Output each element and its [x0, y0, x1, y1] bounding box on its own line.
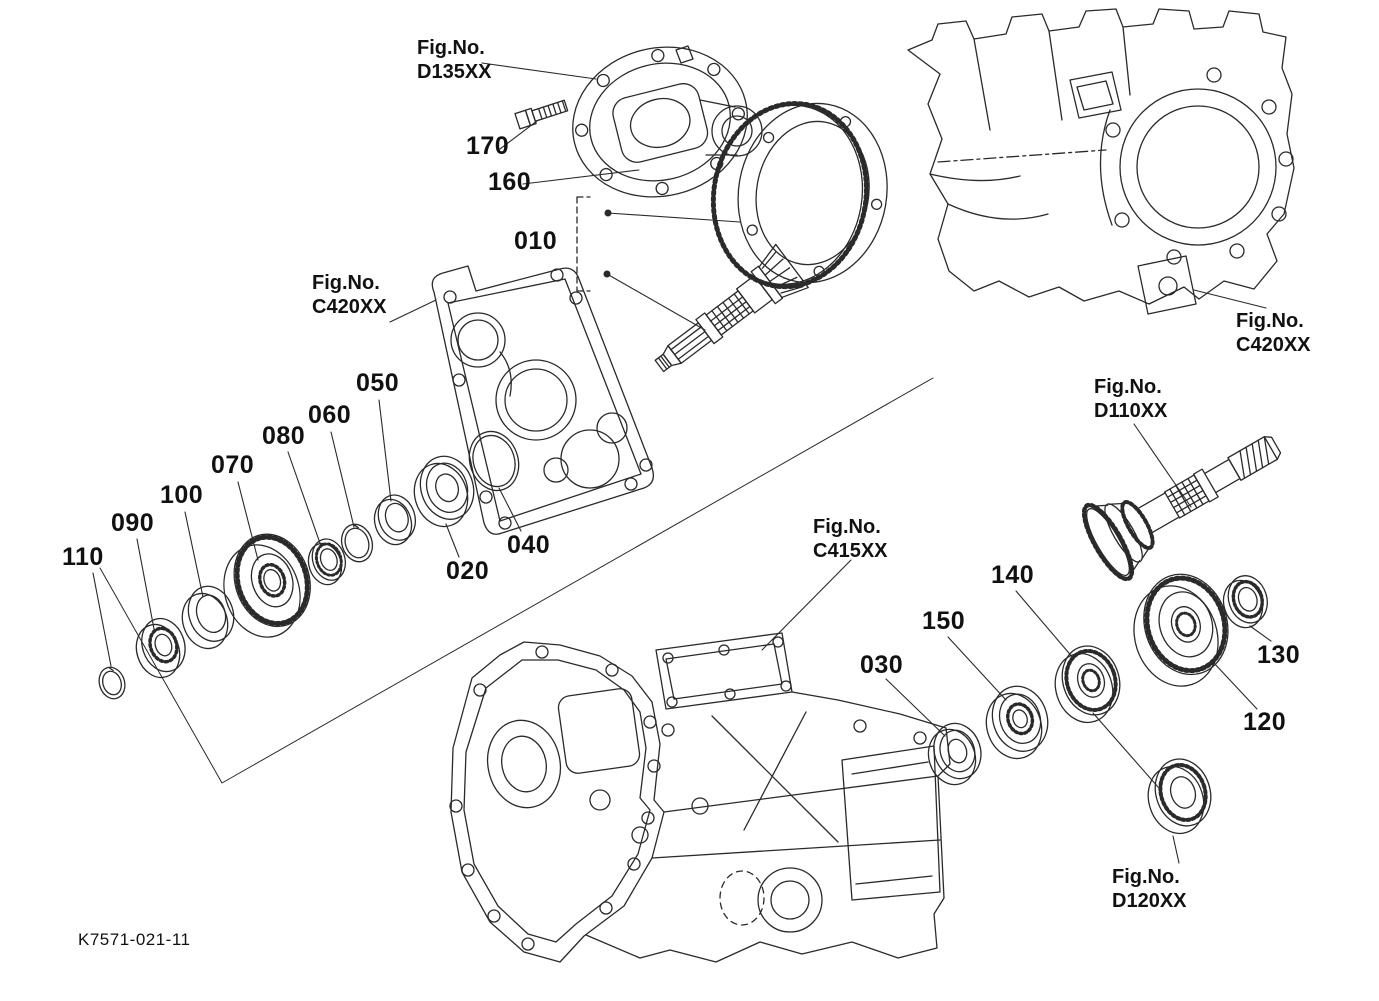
- sleeve-100-drawing: [181, 585, 235, 650]
- fig-ref-prefix: Fig.No.: [1094, 376, 1162, 398]
- pinion-shaft-drawing: [654, 243, 809, 373]
- coupling-d120-drawing: [1147, 758, 1212, 835]
- coupling-090-drawing: [135, 617, 186, 679]
- fig-ref-prefix: Fig.No.: [813, 516, 881, 538]
- assembly-010-bracket: [576, 196, 741, 331]
- ring-gear-drawing: [710, 101, 888, 290]
- callout-100: 100: [160, 481, 204, 509]
- callout-130: 130: [1257, 641, 1301, 669]
- callout-030: 030: [860, 651, 904, 679]
- gear-070-drawing: [223, 533, 311, 638]
- fig-ref-code: C415XX: [813, 540, 888, 562]
- clutch-housing-drawing: [907, 8, 1295, 315]
- drawing-number: K7571-021-11: [78, 930, 191, 949]
- callout-070: 070: [211, 451, 255, 479]
- fig-ref-c415xx: Fig.No. C415XX: [813, 515, 888, 563]
- snap-ring-110-drawing: [98, 666, 126, 700]
- bearing-150-drawing: [985, 685, 1049, 760]
- snap-ring-060-drawing: [340, 523, 374, 563]
- fig-ref-d135xx: Fig.No. D135XX: [417, 36, 492, 84]
- fig-ref-prefix: Fig.No.: [417, 37, 485, 59]
- zone-lines: [99, 377, 934, 784]
- ball-bearing-020-drawing: [413, 455, 475, 528]
- fig-ref-code: D110XX: [1094, 400, 1168, 422]
- fig-ref-d120xx: Fig.No. D120XX: [1112, 865, 1187, 913]
- side-cover-plate-drawing: [431, 265, 655, 535]
- fig-ref-code: C420XX: [312, 296, 387, 318]
- coupling-140-drawing: [1054, 645, 1121, 724]
- callout-150: 150: [922, 607, 966, 635]
- callout-060: 060: [308, 401, 352, 429]
- fig-ref-c420xx-left: Fig.No. C420XX: [312, 271, 387, 319]
- callout-090: 090: [111, 509, 155, 537]
- callout-050: 050: [356, 369, 400, 397]
- fig-ref-prefix: Fig.No.: [312, 272, 380, 294]
- callout-140: 140: [991, 561, 1035, 589]
- callout-170: 170: [466, 132, 510, 160]
- bearing-030-drawing: [927, 722, 982, 786]
- needle-bearing-080-drawing: [307, 538, 347, 586]
- callout-110: 110: [62, 543, 104, 571]
- washer-050-drawing: [373, 494, 417, 546]
- needle-bearing-130-drawing: [1222, 575, 1268, 629]
- fig-ref-d110xx: Fig.No. D110XX: [1094, 375, 1167, 423]
- callout-160: 160: [488, 168, 532, 196]
- bolt-170-drawing: [514, 99, 569, 130]
- fig-ref-code: C420XX: [1236, 334, 1311, 356]
- main-shaft-drawing: [1081, 436, 1282, 582]
- bearing-cover-drawing: [572, 45, 763, 198]
- callout-040: 040: [507, 531, 551, 559]
- callout-120: 120: [1243, 708, 1287, 736]
- callout-080: 080: [262, 422, 306, 450]
- fig-ref-code: D135XX: [417, 61, 492, 83]
- transmission-case-drawing: [449, 632, 951, 963]
- shim-ring-040-drawing: [468, 430, 520, 492]
- fig-ref-code: D120XX: [1112, 890, 1187, 912]
- leader-lines: [92, 62, 1272, 864]
- fig-ref-prefix: Fig.No.: [1236, 310, 1304, 332]
- gear-120-drawing: [1133, 573, 1229, 687]
- callout-010: 010: [514, 227, 558, 255]
- callout-020: 020: [446, 557, 490, 585]
- fig-ref-prefix: Fig.No.: [1112, 866, 1180, 888]
- fig-ref-c420xx-right: Fig.No. C420XX: [1236, 309, 1311, 357]
